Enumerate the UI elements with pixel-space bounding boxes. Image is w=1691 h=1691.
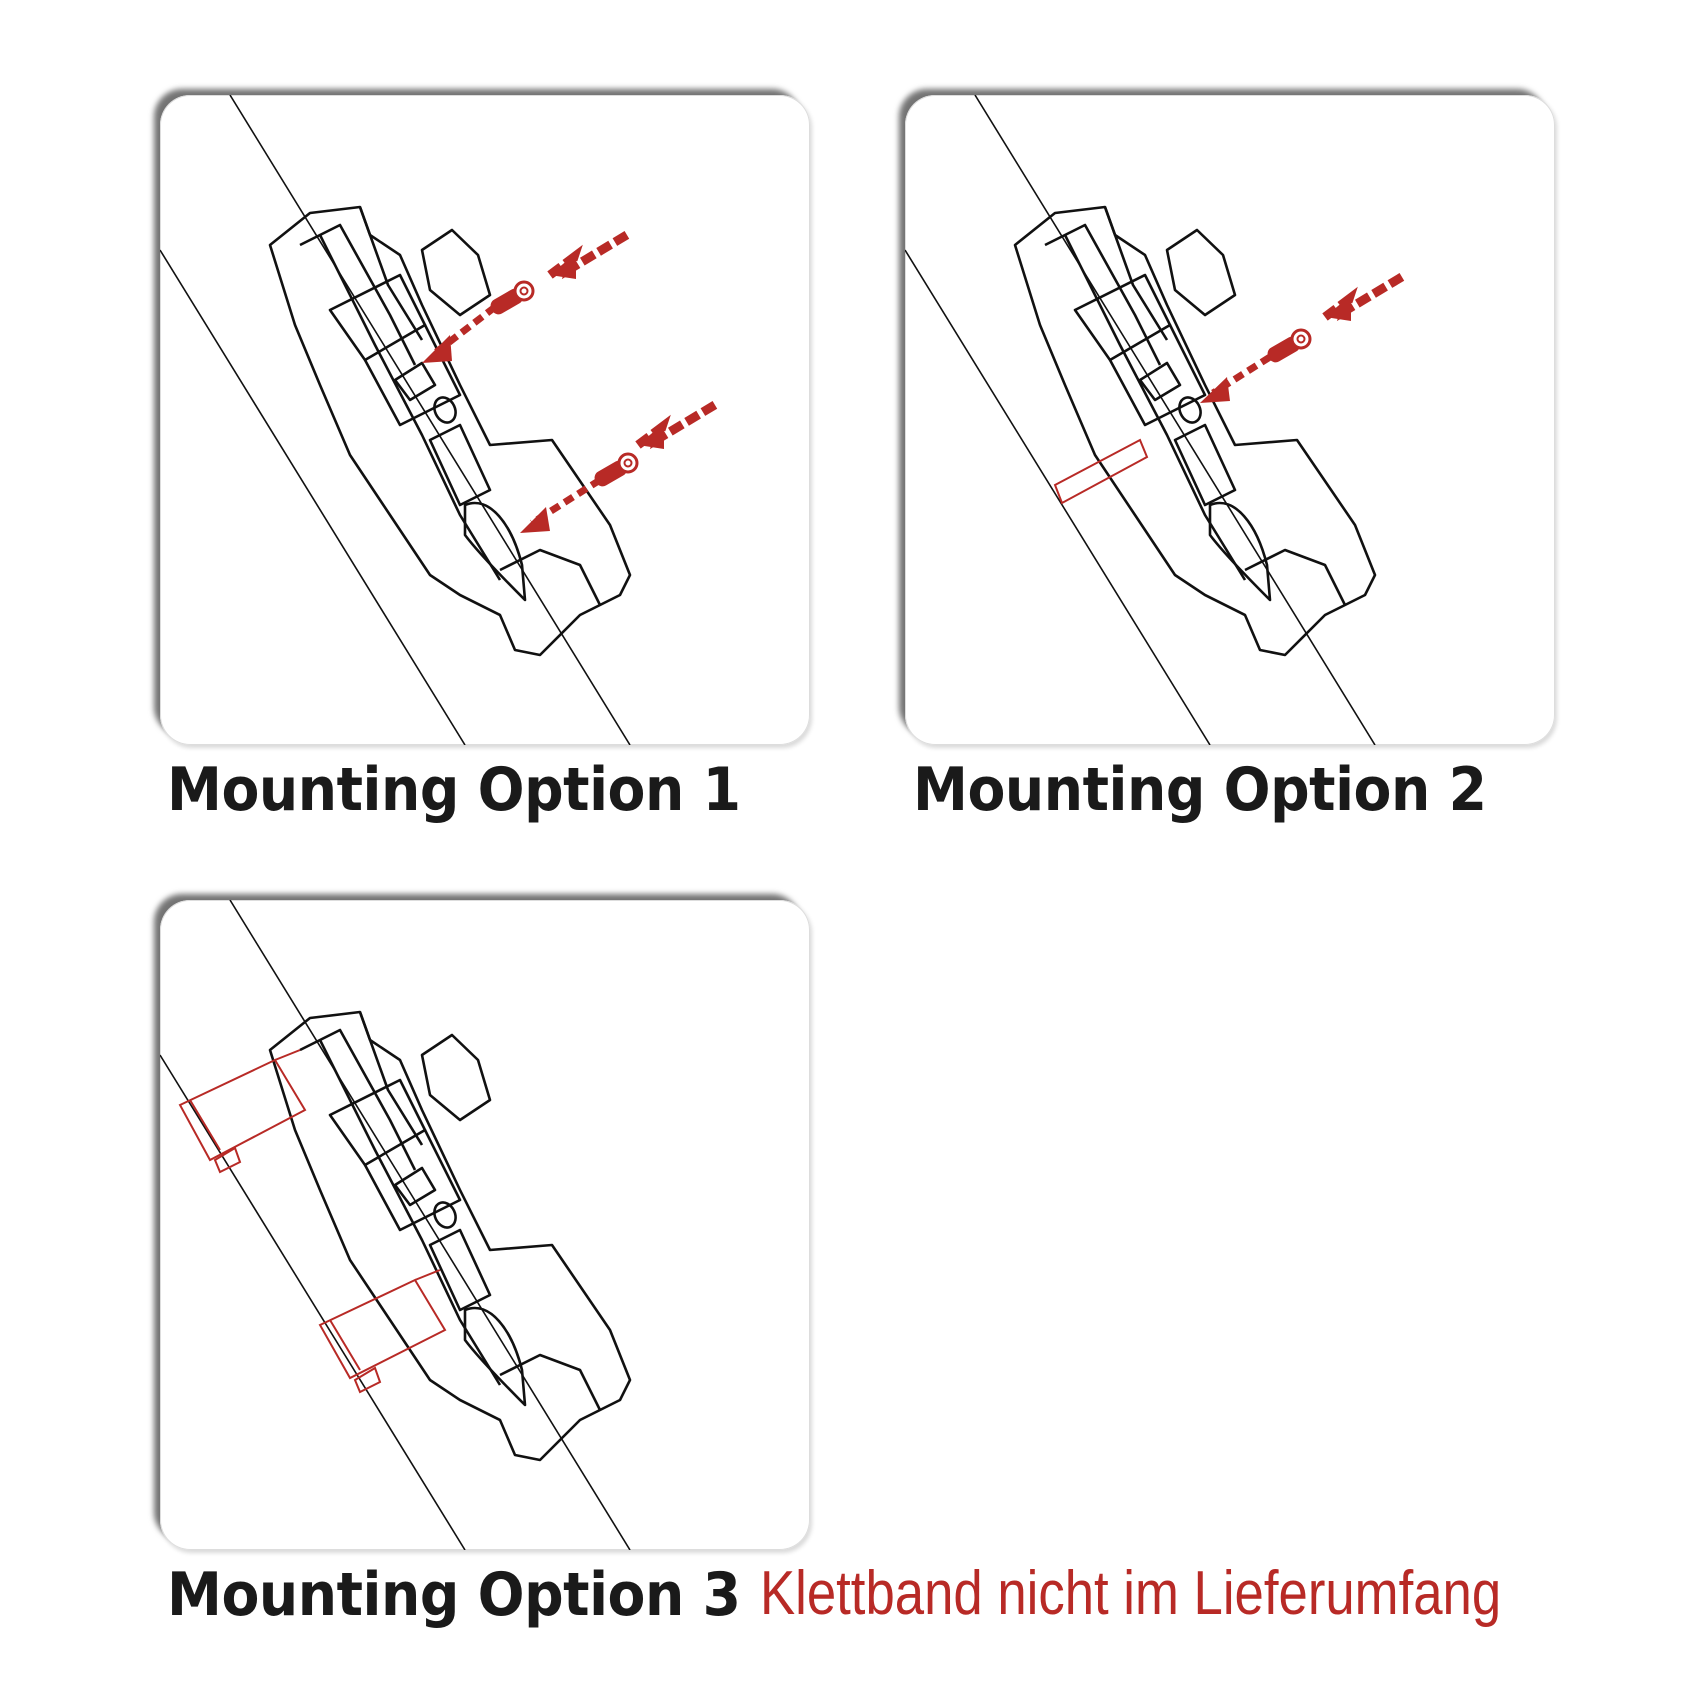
frame-tube-line: [160, 249, 466, 745]
arrow-icon: [550, 233, 630, 279]
arrow-icon: [638, 403, 718, 449]
panel-mounting-option-2: [905, 95, 1555, 745]
lock-bracket-icon: [1013, 205, 1377, 657]
caption-mounting-option-1: Mounting Option 1: [167, 755, 741, 825]
lock-bracket-icon: [268, 1010, 632, 1462]
velcro-strap-icon: [318, 1269, 447, 1394]
panel-mounting-option-3: [160, 900, 810, 1550]
caption-mounting-option-2: Mounting Option 2: [913, 755, 1487, 825]
strap-not-included-note: Klettband nicht im Lieferumfang: [760, 1559, 1502, 1628]
bracket-diagram-3: [160, 900, 632, 1550]
screw-icon: [1263, 328, 1312, 367]
frame-tube-line: [229, 95, 631, 745]
bracket-diagram-2: [905, 95, 1555, 745]
strap-icon: [1053, 438, 1149, 505]
caption-mounting-option-3: Mounting Option 3: [167, 1560, 741, 1630]
bracket-diagram-1: [160, 95, 810, 745]
velcro-strap-icon: [178, 1049, 307, 1174]
panel-mounting-option-1: [160, 95, 810, 745]
screw-icon: [486, 280, 535, 319]
arrow-icon: [1325, 275, 1405, 321]
